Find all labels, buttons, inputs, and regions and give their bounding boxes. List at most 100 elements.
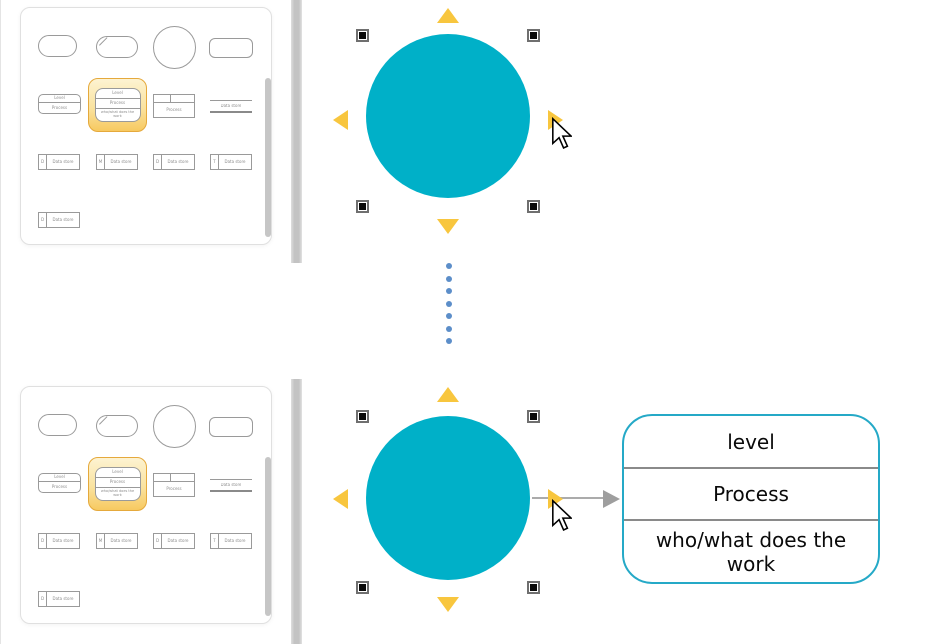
palette-shape-process-label: Process (51, 104, 68, 110)
direction-arrow-down-icon[interactable] (437, 597, 459, 612)
circle-shape[interactable] (366, 34, 530, 198)
palette-host-bottom: Level Process Level Process who/what doe… (20, 386, 272, 624)
data-store-label: Data store (47, 591, 80, 607)
palette-shape-stadium-folded[interactable] (96, 36, 138, 58)
three-row-process-label: Process (95, 99, 140, 109)
palette-shape-data-store-5[interactable]: D Data store (38, 591, 80, 607)
mouse-cursor-icon (552, 499, 572, 531)
palette-shape-process-box[interactable]: Process (153, 473, 195, 497)
palette-shape-stadium-folded[interactable] (96, 415, 138, 437)
palette-shape-process-label: Process (51, 483, 68, 489)
data-store-id: D (153, 533, 162, 549)
direction-arrow-left-icon[interactable] (333, 489, 348, 509)
selection-handle-top-left-icon[interactable] (356, 410, 369, 423)
data-store-id: M (96, 533, 105, 549)
palette-shape-level-process[interactable]: Level Process (38, 473, 81, 493)
palette-shape-process-box[interactable]: Process (153, 94, 195, 118)
palette-shape-rounded-rect[interactable] (209, 417, 253, 437)
mouse-cursor-icon (552, 117, 572, 149)
palette-scrollbar-thumb[interactable] (265, 457, 271, 616)
process-box-label: Process (166, 485, 182, 491)
selection-handle-bottom-left-icon[interactable] (356, 581, 369, 594)
data-store-id: D (38, 212, 47, 228)
data-store-id: M (96, 154, 105, 170)
direction-arrow-up-icon[interactable] (437, 8, 459, 23)
connector-arrowhead-icon (603, 490, 620, 508)
palette-shape-data-store-4[interactable]: T Data store (210, 533, 252, 549)
palette-shape-three-row: Level Process who/what does the work (94, 467, 141, 501)
data-store-id: T (210, 533, 219, 549)
data-store-label: Data store (219, 154, 252, 170)
data-store-id: D (38, 533, 47, 549)
palette-shape-stadium[interactable] (38, 414, 77, 436)
selection-handle-top-left-icon[interactable] (356, 29, 369, 42)
palette-shape-data-store-5[interactable]: D Data store (38, 212, 80, 228)
shape-palette-panel: Level Process Level Process who/what doe… (20, 7, 272, 245)
palette-shape-data-store-1[interactable]: D Data store (38, 154, 80, 170)
palette-shape-data-store-2[interactable]: M Data store (96, 154, 138, 170)
selection-handle-bottom-right-icon[interactable] (527, 581, 540, 594)
palette-shape-process-selected[interactable]: Level Process who/what does the work (88, 78, 147, 132)
palette-shape-data-store-lines[interactable]: Data store (210, 100, 252, 113)
process-shape[interactable]: level Process who/what does the work (622, 414, 880, 584)
selection-handle-bottom-left-icon[interactable] (356, 200, 369, 213)
palette-shape-data-store-lines[interactable]: Data store (210, 479, 252, 492)
data-store-lines-label: Data store (220, 482, 242, 487)
connector-line[interactable] (532, 497, 604, 499)
direction-arrow-right-icon[interactable] (548, 489, 563, 509)
direction-arrow-up-icon[interactable] (437, 387, 459, 402)
palette-scrollbar-thumb[interactable] (265, 78, 271, 237)
process-shape-level-label: level (624, 416, 878, 469)
data-store-label: Data store (162, 154, 195, 170)
data-store-label: Data store (47, 154, 80, 170)
three-row-process-label: Process (95, 478, 140, 488)
data-store-label: Data store (219, 533, 252, 549)
palette-shape-data-store-2[interactable]: M Data store (96, 533, 138, 549)
process-shape-process-label: Process (624, 469, 878, 521)
palette-shape-data-store-3[interactable]: D Data store (153, 154, 195, 170)
three-row-work-label: who/what does the work (100, 489, 135, 497)
palette-host-top: Level Process Level Process who/what doe… (20, 7, 272, 245)
step-separator-dots-icon (446, 263, 452, 344)
palette-shape-circle[interactable] (153, 405, 196, 448)
process-box-header (154, 474, 194, 482)
palette-shape-stadium[interactable] (38, 35, 77, 57)
window-left-edge (0, 0, 1, 644)
palette-shape-data-store-3[interactable]: D Data store (153, 533, 195, 549)
direction-arrow-down-icon[interactable] (437, 219, 459, 234)
three-row-work-label: who/what does the work (100, 110, 135, 118)
three-row-level-label: Level (95, 89, 140, 99)
selection-handle-top-right-icon[interactable] (527, 410, 540, 423)
shape-palette-panel: Level Process Level Process who/what doe… (20, 386, 272, 624)
pane-divider-top[interactable] (291, 0, 302, 263)
circle-shape[interactable] (366, 416, 530, 580)
data-store-id: D (38, 591, 47, 607)
three-row-level-label: Level (95, 468, 140, 478)
palette-shape-level-label: Level (39, 474, 80, 482)
data-store-id: D (153, 154, 162, 170)
direction-arrow-left-icon[interactable] (333, 110, 348, 130)
palette-shape-level-process[interactable]: Level Process (38, 94, 81, 114)
palette-shape-level-label: Level (39, 95, 80, 103)
selection-handle-bottom-right-icon[interactable] (527, 200, 540, 213)
palette-shape-three-row: Level Process who/what does the work (94, 88, 141, 122)
palette-shape-rounded-rect[interactable] (209, 38, 253, 58)
palette-shape-circle[interactable] (153, 26, 196, 69)
process-shape-work-label: who/what does the work (655, 527, 847, 576)
data-store-label: Data store (47, 533, 80, 549)
pane-divider-bottom[interactable] (291, 379, 302, 644)
palette-shape-process-selected[interactable]: Level Process who/what does the work (88, 457, 147, 511)
data-store-id: D (38, 154, 47, 170)
process-box-header (154, 95, 194, 103)
selection-handle-top-right-icon[interactable] (527, 29, 540, 42)
data-store-label: Data store (105, 154, 138, 170)
palette-shape-data-store-1[interactable]: D Data store (38, 533, 80, 549)
data-store-label: Data store (105, 533, 138, 549)
data-store-label: Data store (47, 212, 80, 228)
data-store-lines-label: Data store (220, 103, 242, 108)
data-store-id: T (210, 154, 219, 170)
process-box-label: Process (166, 106, 182, 112)
palette-shape-data-store-4[interactable]: T Data store (210, 154, 252, 170)
